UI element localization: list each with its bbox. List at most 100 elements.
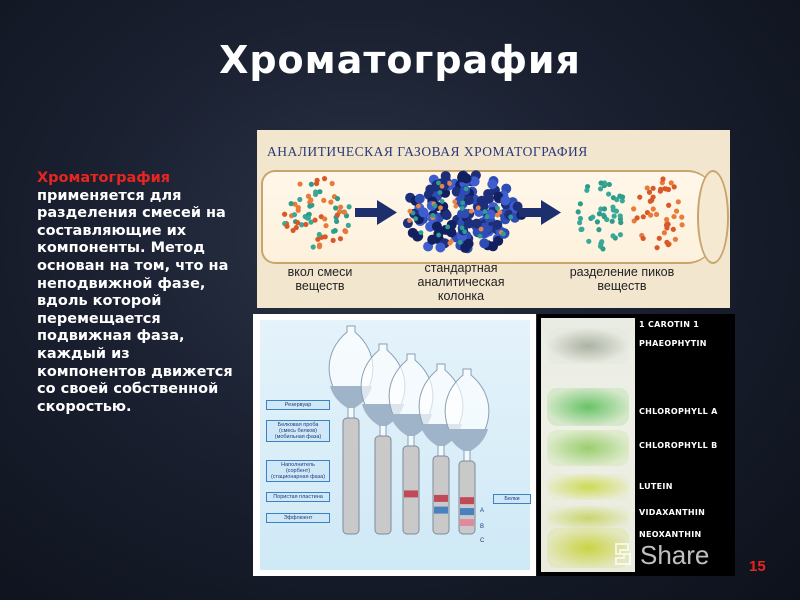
particle-dot — [584, 187, 590, 193]
particle-dot — [440, 187, 451, 198]
particle-dot — [316, 244, 323, 250]
label-effluent: Эффлюент — [266, 513, 330, 523]
particle-dot — [471, 218, 482, 229]
particle-dot — [314, 177, 320, 183]
particle-dot — [610, 233, 616, 239]
label-phaeophytin: PHAEOPHYTIN — [639, 339, 707, 348]
particle-dot — [479, 238, 490, 249]
particle-dot — [441, 210, 452, 221]
funnel-liquid — [446, 429, 488, 451]
description-highlight: Хроматография — [37, 170, 171, 186]
particle-dot — [414, 193, 425, 204]
particle-dot — [671, 213, 677, 220]
fraction-b: B — [480, 524, 485, 530]
particle-dot — [500, 195, 511, 206]
particle-dot — [407, 208, 413, 214]
band-vidaxanthin — [547, 506, 629, 530]
particle-dot — [297, 196, 303, 203]
particle-dot — [613, 208, 620, 214]
particle-dot — [463, 238, 474, 249]
particle-dot — [594, 219, 601, 225]
particle-dot — [614, 197, 620, 203]
particle-dot — [308, 219, 314, 225]
particle-dot — [282, 211, 288, 217]
label-chlorophyll-a: CHLOROPHYLL A — [639, 407, 718, 416]
share-logo-icon — [615, 543, 631, 565]
particle-dot — [284, 223, 290, 229]
particle-dot — [321, 197, 327, 203]
gc-figure-title: АНАЛИТИЧЕСКАЯ ГАЗОВАЯ ХРОМАТОГРАФИЯ — [267, 144, 588, 159]
particle-dot — [329, 180, 335, 187]
particle-dot — [293, 224, 299, 231]
label-reservoir: Резервуар — [266, 400, 330, 410]
particle-dot — [310, 244, 316, 250]
label-chlorophyll-b: CHLOROPHYLL B — [639, 441, 718, 450]
particle-dot — [457, 239, 463, 245]
chromatography-column — [374, 435, 392, 535]
particle-dot — [316, 231, 322, 238]
band-phaeophytin — [547, 328, 629, 364]
particle-dot — [459, 225, 465, 231]
paper-chromatography-photo: 1 CAROTIN 1 PHAEOPHYTIN CHLOROPHYLL A CH… — [537, 314, 735, 576]
particle-dot — [407, 218, 412, 223]
particle-dot — [438, 205, 443, 211]
particle-dot — [413, 216, 419, 222]
chromatography-column — [402, 445, 420, 535]
particle-dot — [619, 198, 625, 204]
particle-dot — [658, 186, 664, 192]
particle-dot — [446, 227, 457, 238]
particle-dot — [660, 176, 666, 182]
label-protein-sample: Белковая проба (смесь белков) (мобильная… — [266, 420, 330, 442]
particle-dot — [288, 201, 294, 207]
particle-dot — [416, 203, 421, 209]
particle-dot — [435, 242, 446, 253]
particle-dot — [646, 189, 653, 195]
particle-dot — [475, 205, 481, 211]
description-text: Хроматография применяется для разделения… — [37, 170, 237, 416]
particle-dot — [679, 214, 685, 220]
particle-dot — [648, 212, 654, 218]
particle-dot — [599, 239, 605, 245]
particle-dot — [590, 214, 596, 220]
particle-dot — [606, 191, 612, 197]
gc-label-injection: вкол смеси веществ — [287, 265, 353, 293]
particle-dot — [343, 228, 349, 235]
particle-dot — [492, 219, 503, 230]
apparatus-drawing — [328, 325, 490, 535]
protein-band — [404, 490, 418, 498]
label-vidaxanthin: VIDAXANTHIN — [639, 508, 706, 517]
particle-dot — [679, 222, 685, 228]
gc-label-column: стандартная аналитическая колонка — [417, 261, 505, 303]
particle-dot — [321, 176, 328, 182]
particle-dot — [445, 224, 451, 230]
particle-dot — [448, 239, 454, 244]
particle-dot — [495, 205, 500, 211]
particle-dot — [634, 215, 640, 221]
particle-dot — [670, 226, 676, 232]
label-porous-plate: Пористая пластина — [266, 492, 330, 502]
gc-particles — [282, 170, 685, 254]
particle-dot — [578, 226, 584, 233]
particle-dot — [596, 227, 602, 233]
particle-dot — [664, 239, 670, 245]
particle-dot — [436, 180, 441, 186]
column-chromatography-figure: Резервуар Белковая проба (смесь белков) … — [253, 314, 536, 576]
particle-dot — [463, 195, 474, 206]
label-neoxanthin: NEOXANTHIN — [639, 530, 702, 539]
particle-dot — [575, 209, 581, 215]
particle-dot — [430, 213, 436, 218]
particle-dot — [478, 201, 489, 212]
particle-dot — [469, 176, 480, 187]
particle-dot — [462, 229, 468, 235]
particle-dot — [418, 207, 429, 218]
particle-dot — [586, 238, 592, 244]
gc-column-end — [697, 170, 729, 264]
particle-dot — [308, 181, 314, 187]
particle-dot — [597, 186, 604, 192]
particle-dot — [650, 206, 656, 212]
arrow-icon — [519, 200, 561, 225]
label-proteins: Белки — [493, 494, 531, 504]
band-lutein — [547, 474, 629, 500]
particle-dot — [341, 209, 348, 215]
particle-dot — [656, 235, 662, 241]
